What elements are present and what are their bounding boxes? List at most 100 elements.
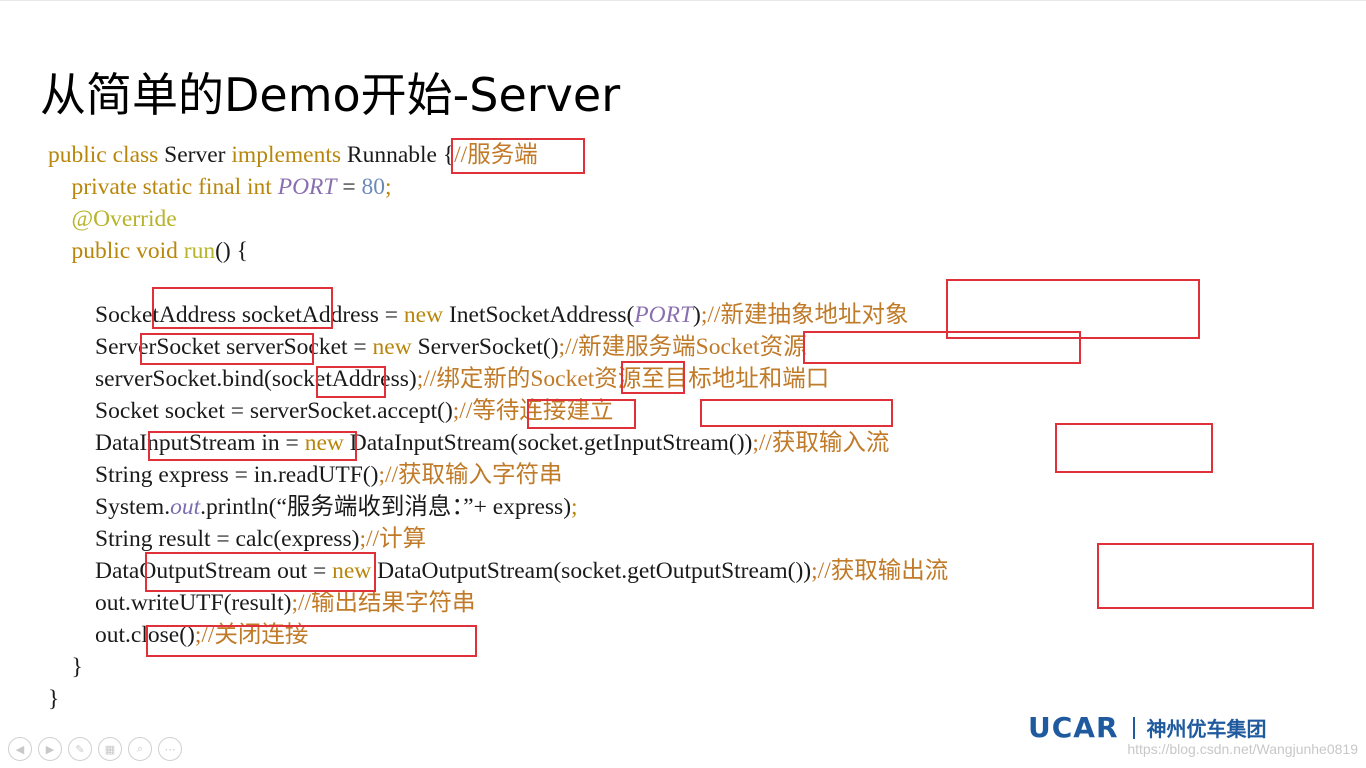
code-indent	[48, 206, 72, 232]
code-text: Runnable	[346, 142, 443, 168]
code-indent	[48, 398, 95, 424]
code-comment: ;//获取输入流	[752, 430, 890, 456]
code-text: DataOutputStream(socket.getOutputStream(…	[377, 558, 812, 584]
code-line-14: DataOutputStream out = new DataOutputStr…	[48, 555, 948, 587]
highlight-box-comment-output	[1097, 543, 1314, 609]
code-text: }	[71, 654, 83, 680]
code-keyword: implements	[231, 142, 347, 168]
code-text: {	[442, 142, 455, 168]
code-text: ;	[384, 174, 392, 200]
code-indent	[48, 430, 95, 456]
code-text: System.	[95, 494, 171, 520]
code-text: DataOutputStream out =	[95, 558, 333, 584]
logo-text-cn: 神州优车集团	[1146, 717, 1267, 741]
code-block: public class Server implements Runnable …	[48, 139, 948, 715]
code-comment: //服务端	[454, 142, 538, 168]
code-number: 80	[361, 174, 385, 200]
code-line-17: }	[48, 651, 948, 683]
code-text: serverSocket.bind(socketAddress)	[95, 366, 417, 392]
code-line-7: ServerSocket serverSocket = new ServerSo…	[48, 331, 948, 363]
code-line-18: }	[48, 683, 948, 715]
zoom-icon[interactable]: ⌕	[128, 737, 152, 761]
prev-slide-icon[interactable]: ◀	[8, 737, 32, 761]
logo-divider	[1132, 716, 1135, 739]
next-slide-icon[interactable]: ▶	[38, 737, 62, 761]
code-text: =	[336, 174, 362, 200]
code-comment: ;//绑定新的Socket资源至目标地址和端口	[416, 366, 830, 392]
code-text: Socket socket = serverSocket.accept()	[95, 398, 453, 424]
code-comment: ;//等待连接建立	[452, 398, 614, 424]
code-text: Server	[164, 142, 232, 168]
code-keyword: private static final int	[71, 174, 278, 200]
code-text: )	[693, 302, 701, 328]
code-comment: ;//获取输出流	[811, 558, 949, 584]
code-keyword: new	[403, 302, 449, 328]
code-line-6: SocketAddress socketAddress = new InetSo…	[48, 299, 948, 331]
pen-icon[interactable]: ✎	[68, 737, 92, 761]
code-text: out.writeUTF(result)	[95, 590, 292, 616]
more-options-icon[interactable]: ⋯	[158, 737, 182, 761]
code-constant: PORT	[277, 174, 337, 200]
code-line-12: System.out.println(“服务端收到消息：”+ express);	[48, 491, 948, 523]
code-line-8: serverSocket.bind(socketAddress);//绑定新的S…	[48, 363, 948, 395]
code-text: }	[48, 686, 60, 712]
code-keyword: public void	[71, 238, 184, 264]
logo-text-en: UCAR	[1028, 711, 1119, 744]
code-keyword: new	[332, 558, 378, 584]
code-text: SocketAddress socketAddress =	[95, 302, 404, 328]
code-keyword: new	[304, 430, 350, 456]
code-line-2: private static final int PORT = 80;	[48, 171, 948, 203]
highlight-box-comment-input	[1055, 423, 1213, 473]
slides-grid-icon[interactable]: ▦	[98, 737, 122, 761]
code-indent	[48, 590, 95, 616]
code-method-name: run	[183, 238, 216, 264]
code-indent	[48, 238, 72, 264]
code-text: String express = in.readUTF()	[95, 462, 379, 488]
code-text: ServerSocket()	[417, 334, 559, 360]
code-text: () {	[215, 238, 248, 264]
code-text: out.close()	[95, 622, 195, 648]
code-text: .println(“服务端收到消息：”+ express)	[200, 494, 572, 520]
code-comment: ;//输出结果字符串	[291, 590, 476, 616]
code-line-11: String express = in.readUTF();//获取输入字符串	[48, 459, 948, 491]
code-comment: ;//新建服务端Socket资源	[558, 334, 807, 360]
code-comment: ;//计算	[359, 526, 427, 552]
code-indent	[48, 462, 95, 488]
code-line-9: Socket socket = serverSocket.accept();//…	[48, 395, 948, 427]
code-constant: PORT	[634, 302, 694, 328]
code-indent	[48, 334, 95, 360]
code-text: InetSocketAddress(	[448, 302, 635, 328]
slideshow-controls: ◀ ▶ ✎ ▦ ⌕ ⋯	[8, 737, 182, 761]
code-comment: ;	[571, 494, 578, 520]
code-text: DataInputStream(socket.getInputStream())	[349, 430, 753, 456]
code-indent	[48, 526, 95, 552]
code-line-15: out.writeUTF(result);//输出结果字符串	[48, 587, 948, 619]
code-indent	[48, 494, 95, 520]
code-indent	[48, 622, 95, 648]
code-indent	[48, 302, 95, 328]
code-line-4: public void run() {	[48, 235, 948, 267]
code-line-5	[48, 267, 948, 299]
code-keyword: new	[372, 334, 418, 360]
code-text: DataInputStream in =	[95, 430, 305, 456]
code-line-13: String result = calc(express);//计算	[48, 523, 948, 555]
code-text: String result = calc(express)	[95, 526, 360, 552]
code-line-3: @Override	[48, 203, 948, 235]
code-indent	[48, 654, 72, 680]
code-static-field: out	[170, 494, 201, 520]
code-indent	[48, 366, 95, 392]
highlight-box-comment-address	[946, 279, 1200, 339]
code-comment: ;//新建抽象地址对象	[700, 302, 909, 328]
code-comment: ;//关闭连接	[194, 622, 309, 648]
code-comment: ;//获取输入字符串	[378, 462, 563, 488]
company-logo: UCAR 神州优车集团	[1028, 711, 1267, 744]
code-line-16: out.close();//关闭连接	[48, 619, 948, 651]
code-line-1: public class Server implements Runnable …	[48, 139, 948, 171]
code-line-10: DataInputStream in = new DataInputStream…	[48, 427, 948, 459]
slide-title: 从简单的Demo开始-Server	[40, 68, 621, 122]
watermark-url: https://blog.csdn.net/Wangjunhe0819	[1127, 741, 1358, 757]
code-indent	[48, 174, 72, 200]
code-keyword: public class	[48, 142, 165, 168]
code-text: ServerSocket serverSocket =	[95, 334, 373, 360]
